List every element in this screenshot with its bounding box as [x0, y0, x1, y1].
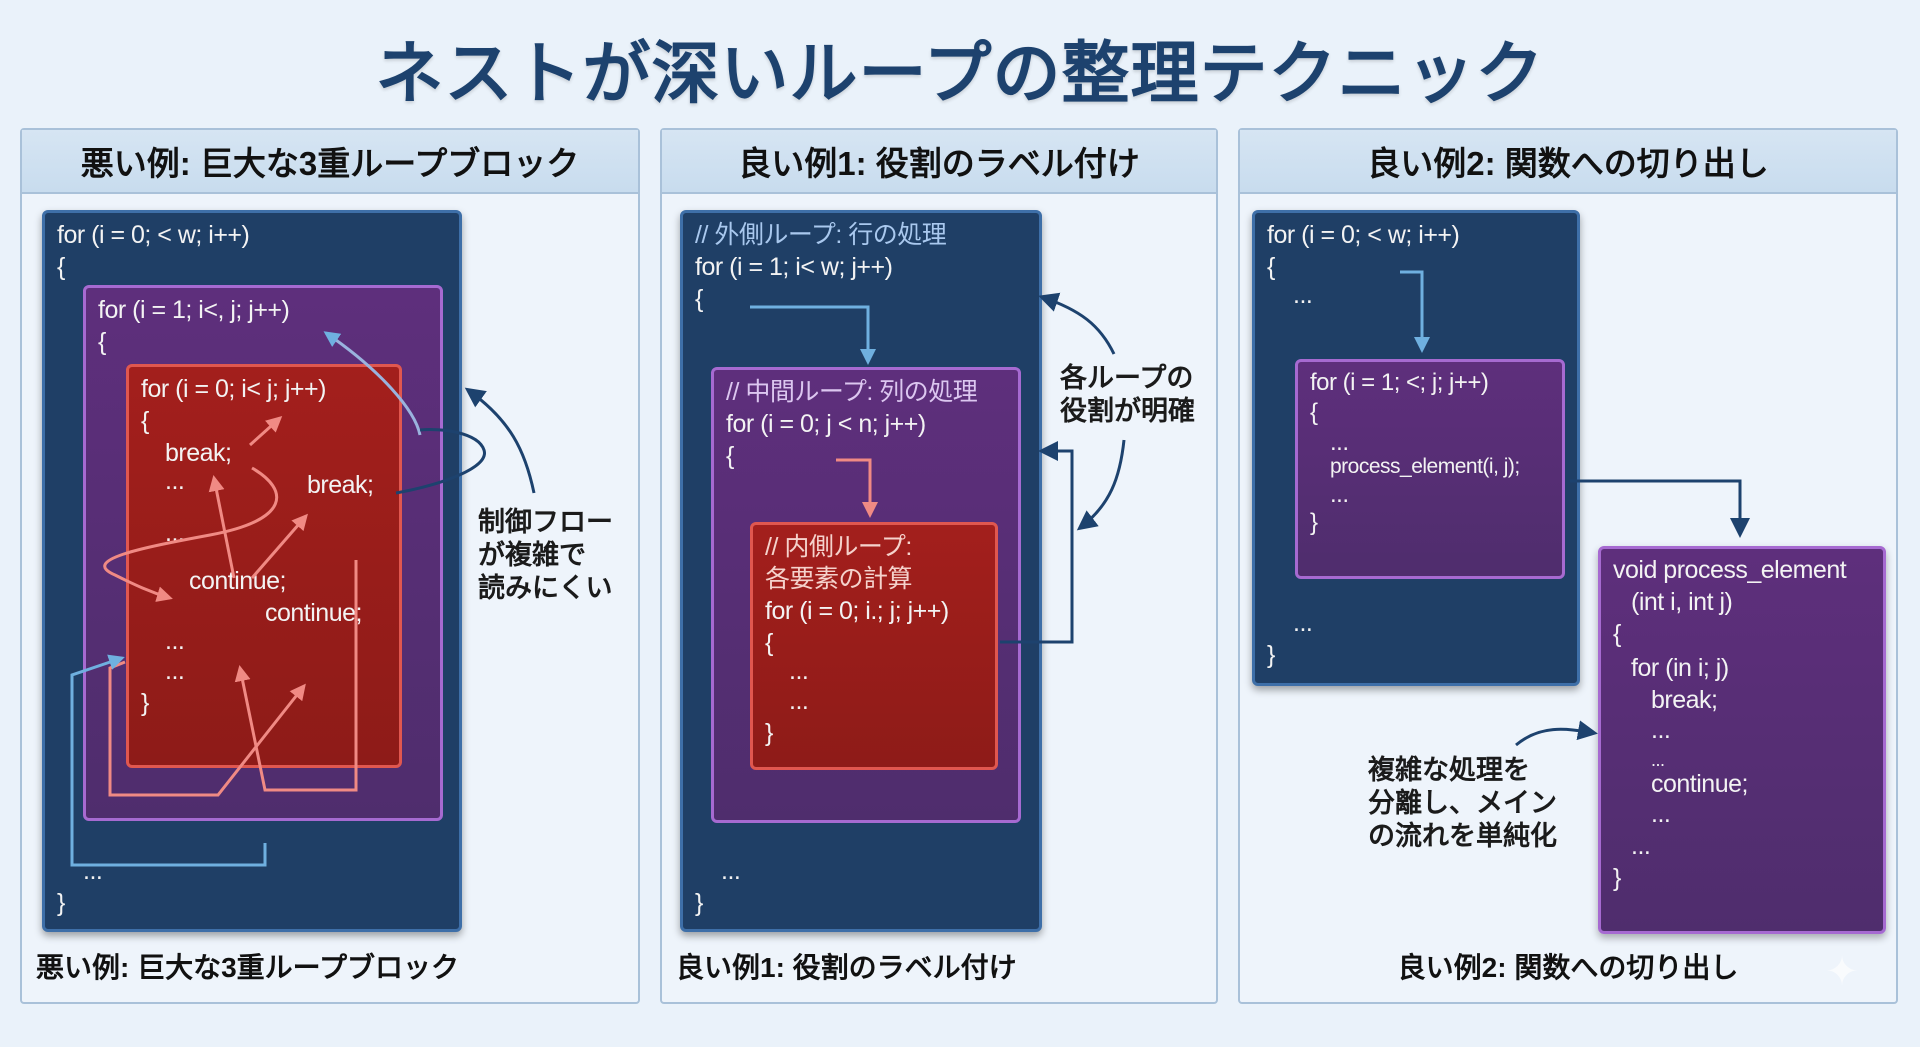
code-line: for (i = 0; j < n; j++) — [726, 410, 926, 438]
code-line: void process_element — [1613, 556, 1847, 584]
page-title: ネストが深いループの整理テクニック — [375, 36, 1545, 112]
code-line: } — [57, 889, 65, 917]
code-line: ... — [165, 627, 185, 655]
code-line: ... — [1631, 832, 1651, 860]
code-line: ... — [1293, 609, 1313, 637]
code-comment: 各要素の計算 — [765, 565, 913, 593]
code-line: ... — [83, 857, 103, 885]
annotation-line: が複雑で — [478, 540, 586, 570]
annotation-complex-flow: 制御フロー が複雑で 読みにくい — [478, 506, 613, 605]
middle-loop-block: // 中間ループ: 列の処理 for (i = 0; j < n; j++) {… — [711, 367, 1021, 823]
code-line: { — [765, 629, 773, 657]
code-line: ... — [721, 857, 741, 885]
function-definition-block: void process_element (int i, int j) { fo… — [1598, 546, 1886, 934]
code-line: } — [765, 719, 773, 747]
outer-loop-block: for (i = 0; < w; i++) { ... } for (i = 1… — [42, 210, 462, 932]
code-line: { — [1613, 620, 1621, 648]
code-line: { — [98, 328, 106, 356]
code-line: } — [1267, 641, 1275, 669]
annotation-line: 分離し、メイン — [1368, 788, 1557, 818]
code-line: { — [726, 442, 734, 470]
inner-loop-block: // 内側ループ: 各要素の計算 for (i = 0; i.; j; j++)… — [750, 522, 998, 770]
code-line: ... — [789, 657, 809, 685]
code-line: { — [1310, 399, 1318, 426]
code-line: ... — [165, 467, 185, 495]
sparkle-icon: ✦ — [1825, 950, 1859, 994]
panel-caption: 悪い例: 巨大な3重ループブロック — [36, 952, 459, 983]
code-line: { — [695, 285, 703, 313]
panel-caption: 良い例1: 役割のラベル付け — [676, 952, 1017, 983]
middle-loop-block: for (i = 1; i<, j; j++) { for (i = 0; i<… — [83, 285, 443, 821]
code-line: ... — [1330, 481, 1349, 508]
code-line: for (i = 1; i<, j; j++) — [98, 296, 290, 324]
code-line: ... — [165, 657, 185, 685]
code-line: for (i = 1; i< w; j++) — [695, 253, 893, 281]
annotation-line: の流れを単純化 — [1368, 821, 1557, 851]
code-line: (int i, int j) — [1631, 588, 1733, 616]
function-call: process_element(i, j); — [1330, 455, 1520, 478]
code-line: ... — [1651, 716, 1671, 744]
code-line: ... — [789, 687, 809, 715]
annotation-clear-roles: 各ループの 役割が明確 — [1060, 362, 1195, 428]
code-line: for (i = 0; i< j; j++) — [141, 375, 326, 403]
panel-bad-example: 悪い例: 巨大な3重ループブロック for (i = 0; < w; i++) … — [20, 128, 640, 1004]
code-line: ... — [1651, 750, 1665, 770]
code-comment: // 外側ループ: 行の処理 — [695, 221, 947, 249]
annotation-line: 役割が明確 — [1060, 396, 1195, 426]
panel-good-example-labels: 良い例1: 役割のラベル付け // 外側ループ: 行の処理 for (i = 1… — [660, 128, 1218, 1004]
code-line: ... — [1293, 281, 1313, 309]
code-line-break: break; — [165, 439, 232, 467]
panel-good-example-function: 良い例2: 関数への切り出し for (i = 0; < w; i++) { .… — [1238, 128, 1898, 1004]
inner-loop-block: for (i = 0; i< j; j++) { break; ... brea… — [126, 364, 402, 768]
code-line-continue: continue; — [265, 599, 362, 627]
annotation-line: 複雑な処理を — [1368, 755, 1530, 785]
code-line: { — [57, 253, 65, 281]
code-line: for (in i; j) — [1631, 654, 1729, 682]
code-line: ... — [1330, 429, 1349, 456]
code-line: for (i = 0; i.; j; j++) — [765, 597, 949, 625]
code-line: { — [141, 407, 149, 435]
code-line-continue: continue; — [1651, 770, 1748, 798]
middle-loop-block: for (i = 1; <; j; j++) { ... process_ele… — [1295, 359, 1565, 579]
code-line: } — [695, 889, 703, 917]
code-line: } — [1613, 864, 1621, 892]
outer-loop-block: for (i = 0; < w; i++) { ... ... } for (i… — [1252, 210, 1580, 686]
code-line: ... — [165, 519, 185, 547]
annotation-extract-function: 複雑な処理を 分離し、メイン の流れを単純化 — [1368, 754, 1557, 853]
code-line-break: break; — [307, 471, 374, 499]
code-comment: // 内側ループ: — [765, 533, 912, 561]
panel-header: 悪い例: 巨大な3重ループブロック — [22, 130, 638, 194]
code-line-continue: continue; — [189, 567, 286, 595]
code-line: ... — [1651, 800, 1671, 828]
outer-loop-block: // 外側ループ: 行の処理 for (i = 1; i< w; j++) { … — [680, 210, 1042, 932]
panel-caption: 良い例2: 関数への切り出し — [1397, 952, 1739, 983]
panel-header: 良い例1: 役割のラベル付け — [662, 130, 1216, 194]
code-line: for (i = 1; <; j; j++) — [1310, 369, 1489, 396]
annotation-line: 読みにくい — [478, 573, 613, 603]
code-line: } — [1310, 509, 1318, 536]
annotation-line: 制御フロー — [478, 507, 613, 537]
annotation-line: 各ループの — [1060, 363, 1194, 393]
panel-header: 良い例2: 関数への切り出し — [1240, 130, 1896, 194]
code-comment: // 中間ループ: 列の処理 — [726, 378, 978, 406]
code-line: } — [141, 689, 149, 717]
code-line: for (i = 0; < w; i++) — [57, 221, 250, 249]
code-line: for (i = 0; < w; i++) — [1267, 221, 1460, 249]
code-line-break: break; — [1651, 686, 1718, 714]
code-line: { — [1267, 253, 1275, 281]
